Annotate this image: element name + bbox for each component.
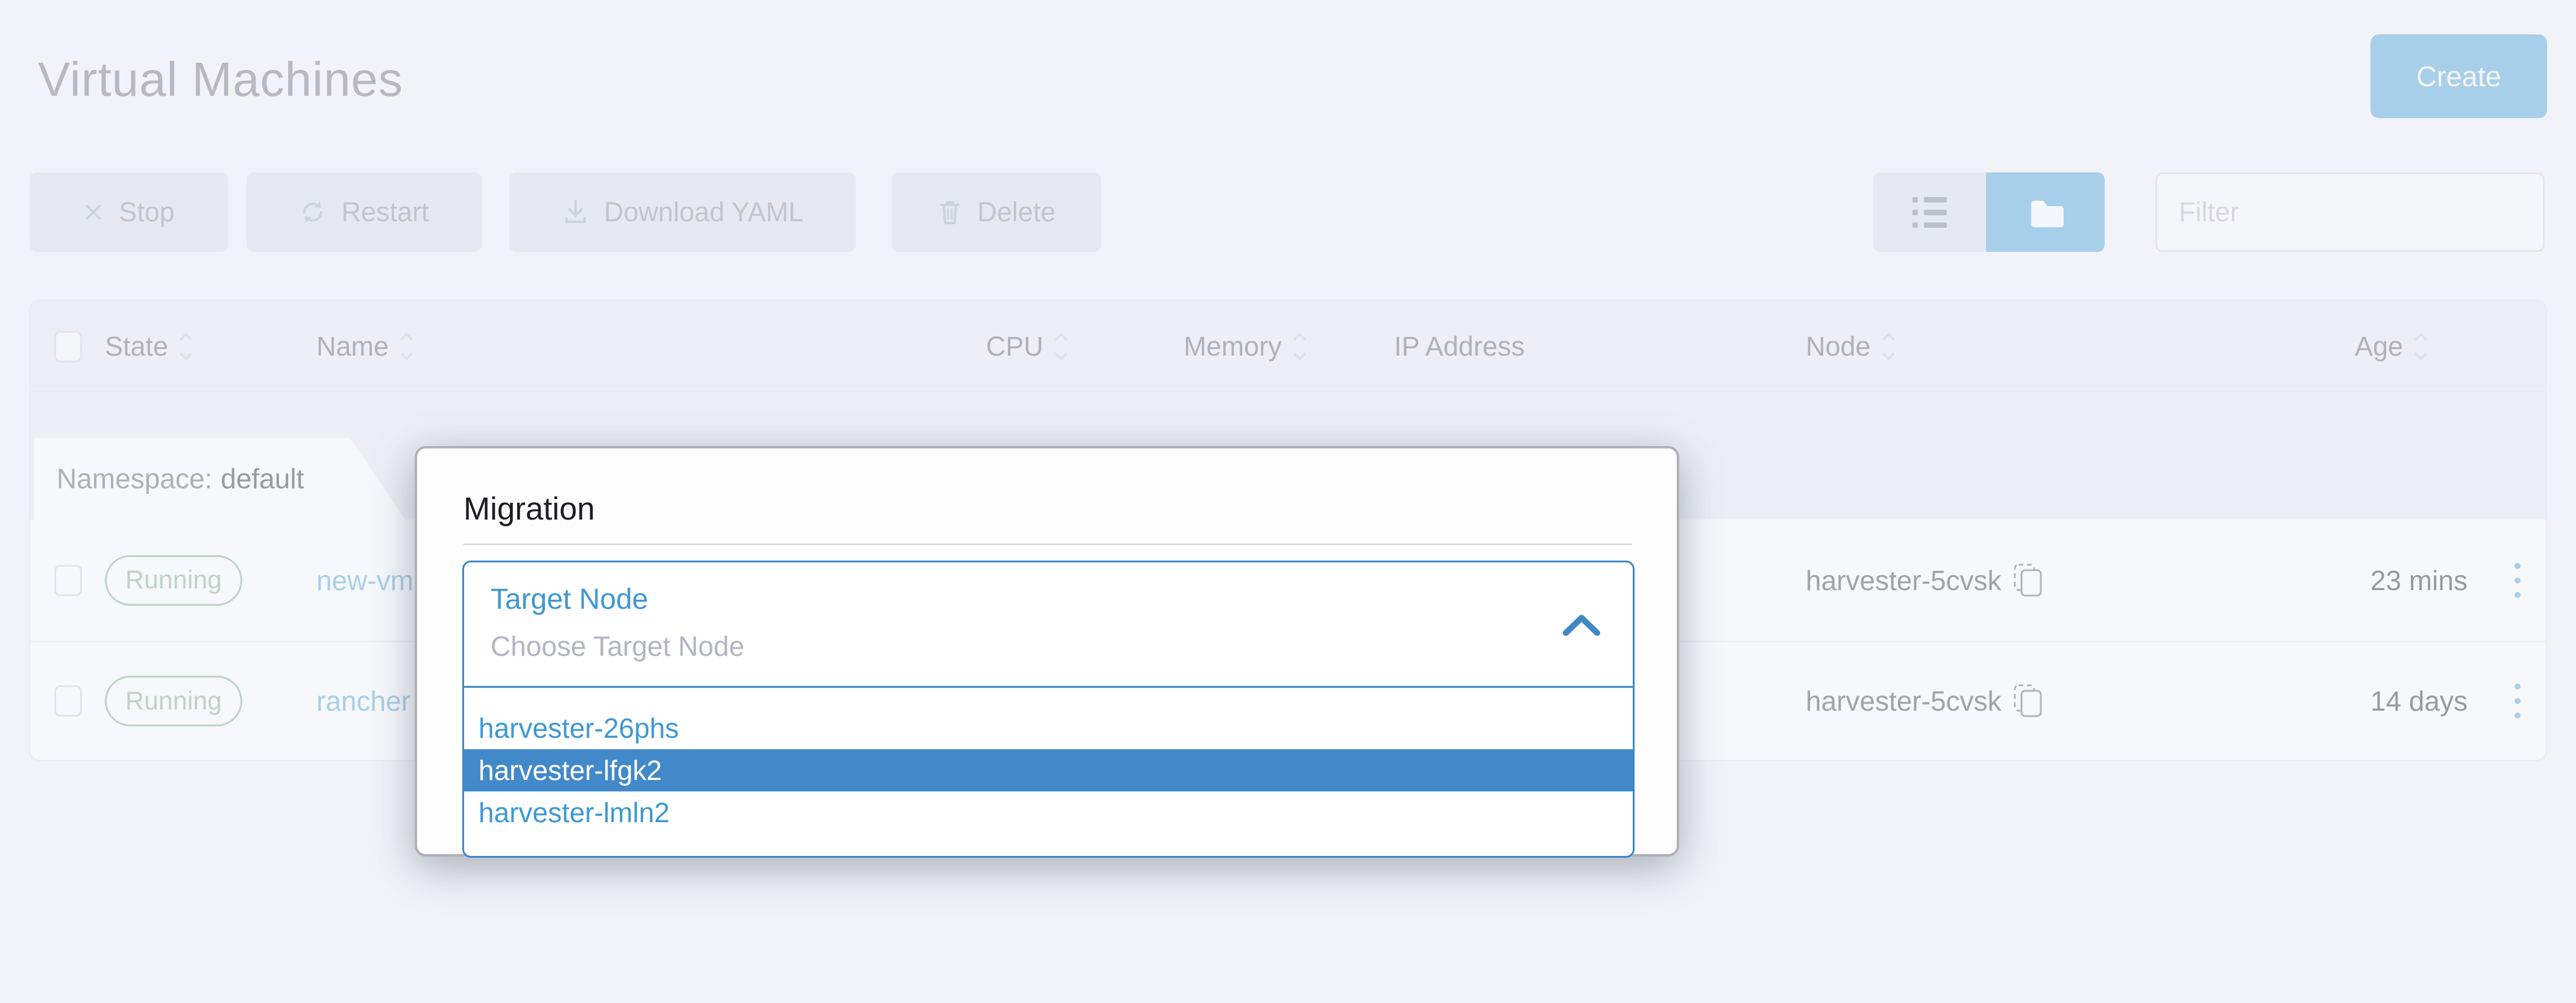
target-node-placeholder: Choose Target Node: [491, 630, 745, 662]
chevron-up-icon: [1562, 613, 1601, 640]
target-node-dropdown: Target Node Choose Target Node harvester…: [462, 561, 1635, 858]
target-node-label: Target Node: [491, 583, 649, 615]
target-node-select[interactable]: Target Node Choose Target Node: [464, 562, 1633, 688]
modal-title: Migration: [463, 491, 595, 527]
dropdown-option-selected[interactable]: harvester-lfgk2: [464, 749, 1633, 791]
modal-divider: [463, 544, 1632, 545]
dropdown-option[interactable]: harvester-26phs: [479, 712, 679, 744]
migration-modal: Migration Target Node Choose Target Node…: [415, 446, 1679, 858]
target-node-options: harvester-26phs harvester-lfgk2 harveste…: [464, 688, 1633, 834]
dropdown-option[interactable]: harvester-lmln2: [479, 797, 670, 828]
